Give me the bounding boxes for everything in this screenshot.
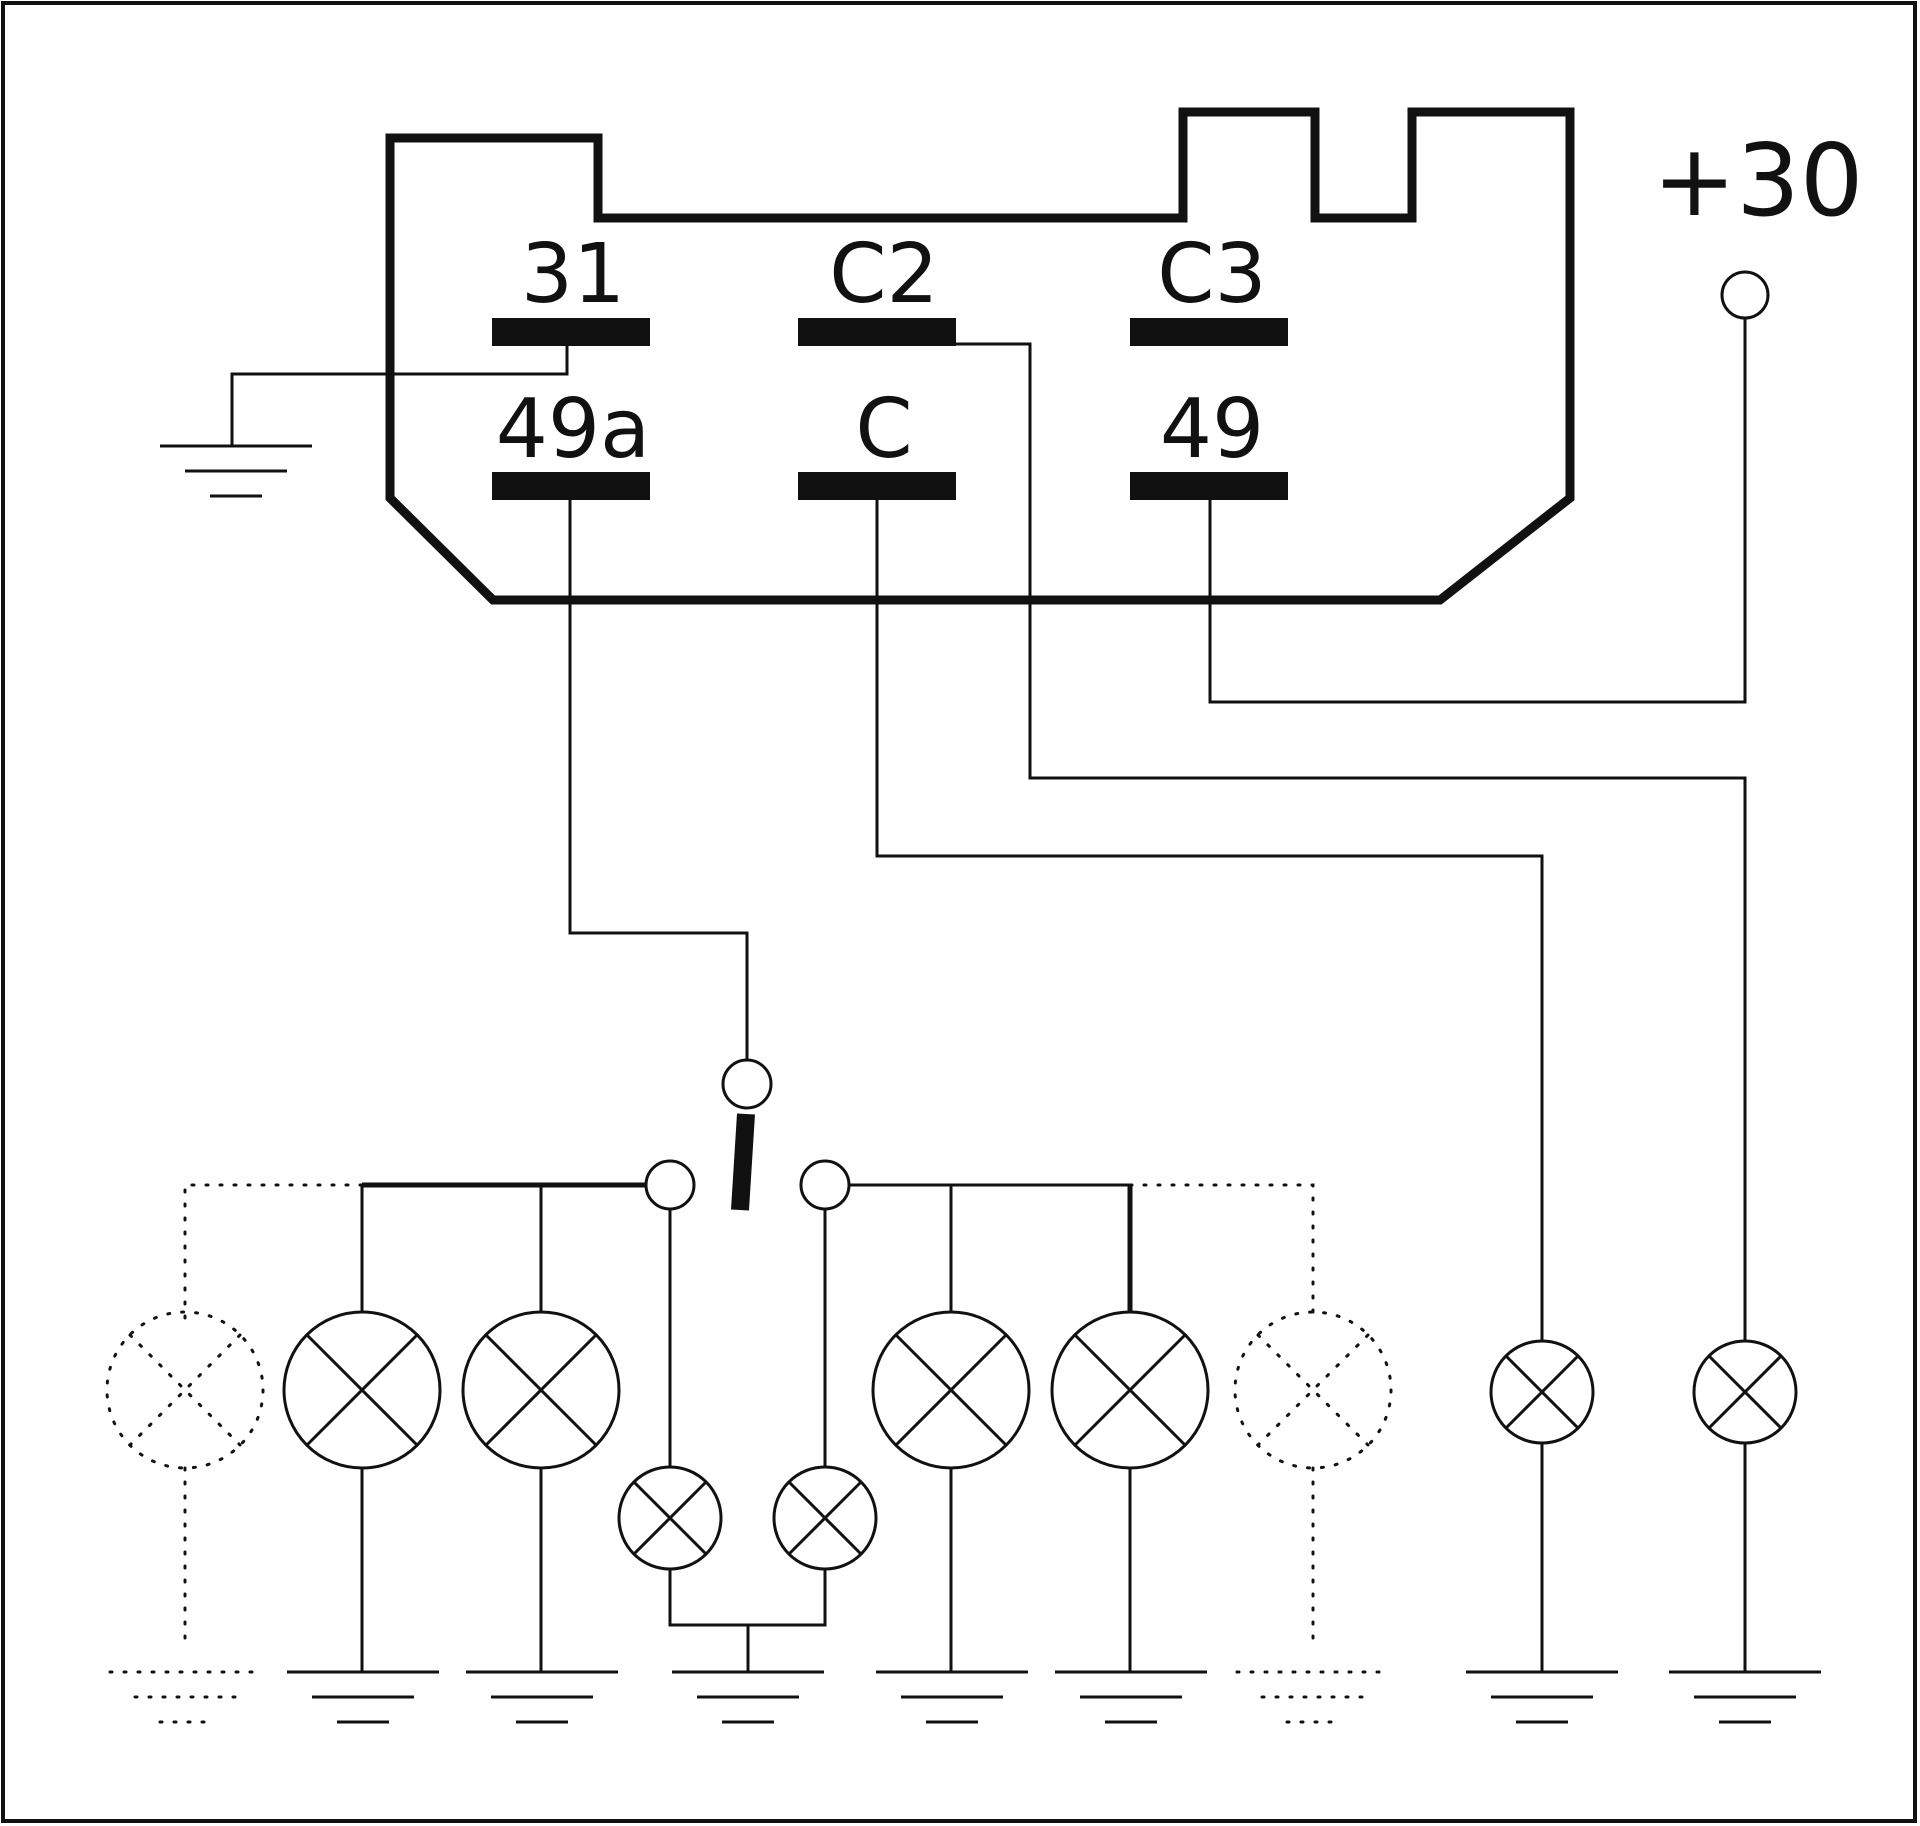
ground-symbol-left-rear — [466, 1670, 618, 1724]
wire-c2-indicator — [956, 342, 1747, 1342]
wire-repeaters-join — [668, 1569, 827, 1627]
connector-housing-outline — [385, 107, 1575, 605]
right-front-lamp — [871, 1310, 1031, 1470]
terminal-c3-pin — [1130, 318, 1288, 346]
wire-49-plus30 — [1208, 318, 1747, 704]
indicator-lamp-c2 — [1692, 1339, 1798, 1445]
terminal-c2-pin — [798, 318, 956, 346]
left-rear-lamp — [461, 1310, 621, 1470]
terminal-31-label: 31 — [521, 227, 625, 322]
indicator-lamp-c — [1489, 1339, 1595, 1445]
ground-symbol-left-front — [287, 1670, 439, 1724]
terminal-49-pin — [1130, 472, 1288, 500]
supply-plus30-label: +30 — [1652, 122, 1863, 239]
wire-c-indicator — [875, 500, 1544, 1342]
ground-symbol-right-front — [876, 1670, 1028, 1724]
ground-symbol-indicator-c2 — [1669, 1670, 1821, 1724]
left-front-lamp — [282, 1310, 442, 1470]
ground-symbol-indicator-c — [1466, 1670, 1618, 1724]
switch-right-terminal — [799, 1159, 851, 1211]
wire-31-ground — [230, 346, 569, 445]
switch-left-terminal — [644, 1159, 696, 1211]
right-trailer-bus-dotted — [1128, 1183, 1315, 1322]
right-trailer-lamp — [1233, 1310, 1393, 1470]
right-repeater-lamp — [772, 1465, 878, 1571]
switch-lever — [731, 1113, 755, 1211]
terminal-c-label: C — [855, 382, 912, 477]
right-rear-lamp — [1050, 1310, 1210, 1470]
terminal-c3-label: C3 — [1157, 227, 1266, 322]
terminal-c2-label: C2 — [829, 227, 938, 322]
terminal-c-pin — [798, 472, 956, 500]
ground-symbol-right-trailer — [1235, 1670, 1391, 1724]
ground-symbol-left-trailer — [108, 1670, 264, 1724]
terminal-49a-pin — [492, 472, 650, 500]
switch-common-terminal — [721, 1058, 773, 1110]
ground-symbol-right-rear — [1055, 1670, 1207, 1724]
wire-49a-switch — [568, 500, 749, 1060]
supply-plus30-terminal — [1720, 270, 1770, 320]
terminal-31-pin — [492, 318, 650, 346]
left-repeater-lamp — [617, 1465, 723, 1571]
left-trailer-bus-dotted — [183, 1183, 364, 1322]
left-trailer-lamp — [105, 1310, 265, 1470]
ground-symbol-repeaters — [672, 1670, 824, 1724]
ground-symbol-31 — [160, 444, 312, 498]
terminal-49-label: 49 — [1160, 382, 1264, 477]
terminal-49a-label: 49a — [496, 382, 651, 477]
